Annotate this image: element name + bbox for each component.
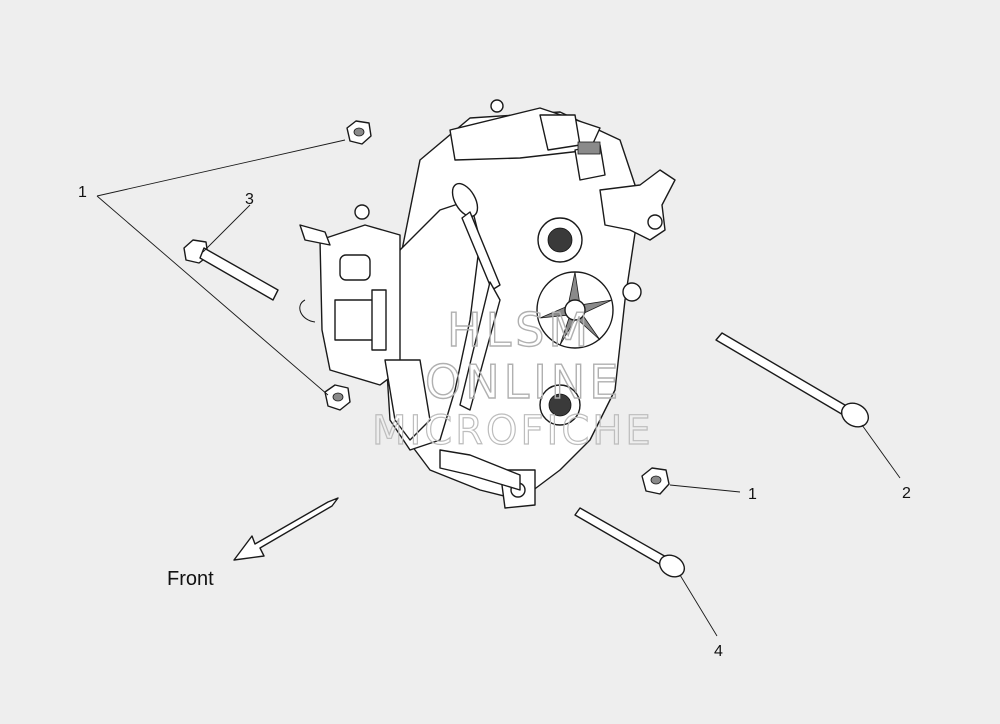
leader-lines <box>96 139 901 637</box>
mounting-hole-right <box>622 282 642 302</box>
front-label: Front <box>167 568 214 590</box>
callout-3: 3 <box>245 191 254 208</box>
dipstick <box>451 182 501 411</box>
bolt-part-4 <box>574 507 686 578</box>
actuator-housing <box>299 204 401 386</box>
watermark-line-3: MICROFICHE <box>372 408 654 454</box>
top-bolt-head <box>490 99 504 113</box>
callout-4: 4 <box>714 643 723 660</box>
lower-left-bracket <box>384 359 431 441</box>
front-direction-arrow-icon <box>233 497 339 561</box>
gearcase-assembly <box>299 99 676 509</box>
bottom-plate <box>439 449 521 491</box>
breather-cap <box>577 141 601 155</box>
upper-output-spline <box>547 227 573 253</box>
watermark: HLSM ONLINE MICROFICHE <box>371 302 654 454</box>
shift-arm-pivot <box>647 214 663 230</box>
nut-right <box>641 467 670 495</box>
callout-2: 2 <box>902 485 911 502</box>
watermark-line-1: HLSM <box>447 303 592 357</box>
lower-output-spline <box>548 393 572 417</box>
watermark-line-2: ONLINE <box>425 355 622 409</box>
callout-1-top: 1 <box>78 184 87 201</box>
bolt-part-2 <box>715 332 870 428</box>
nut-top <box>346 120 372 145</box>
bolt-part-3 <box>183 239 279 301</box>
nut-left-lower <box>324 384 351 411</box>
callout-1-right: 1 <box>748 486 757 503</box>
cooling-fan <box>536 271 614 349</box>
